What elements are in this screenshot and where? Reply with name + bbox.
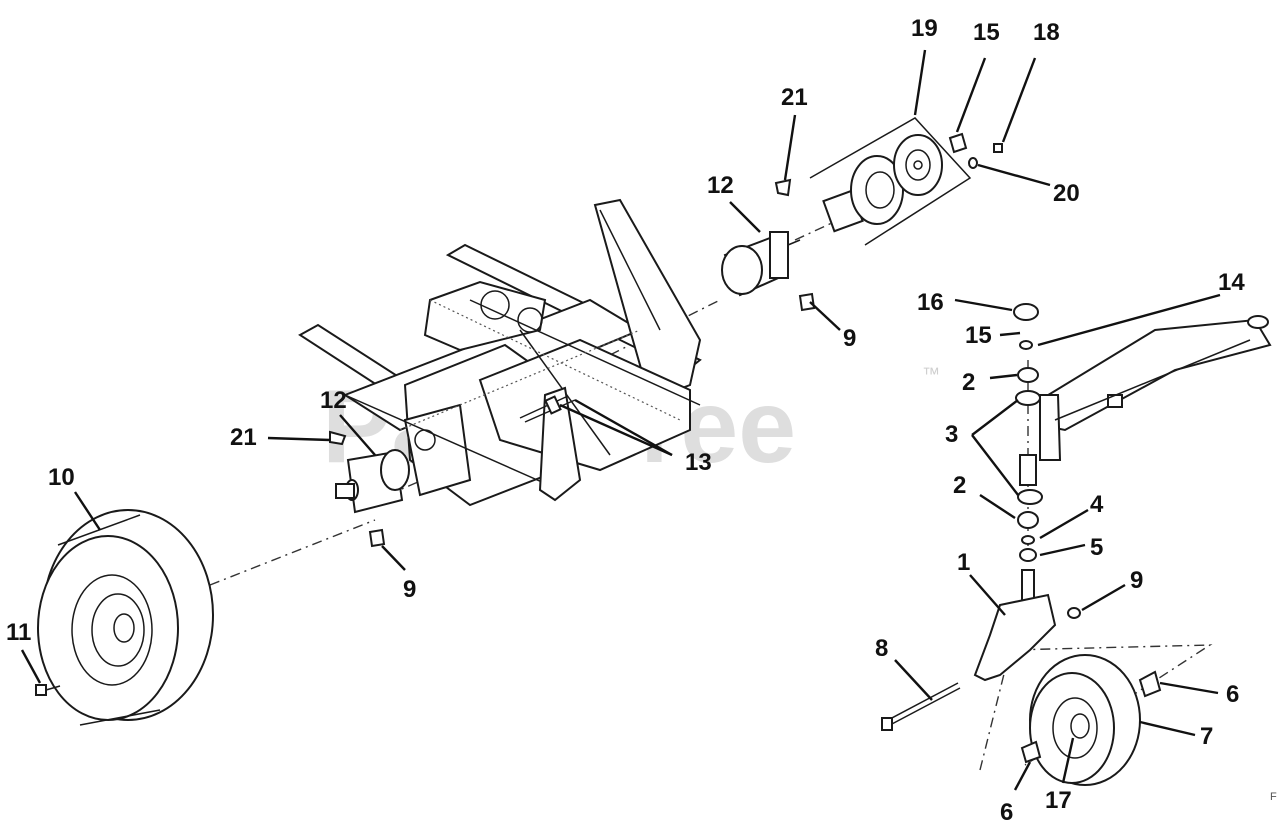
callout-7: 7 [1200, 723, 1213, 750]
callout-2: 2 [962, 369, 975, 396]
caster-wheel [1029, 654, 1141, 786]
callout-4: 4 [1090, 491, 1104, 518]
right-wheel-motor [721, 231, 801, 297]
callout-14: 14 [1218, 269, 1245, 296]
callout-9: 9 [1130, 567, 1143, 594]
brake-assembly [809, 117, 972, 246]
left-wheel-motor [329, 430, 410, 514]
callout-9: 9 [843, 325, 856, 352]
upper-washer [968, 157, 978, 169]
callout-19: 19 [911, 15, 938, 42]
callout-17: 17 [1045, 787, 1072, 814]
callout-5: 5 [1090, 534, 1103, 561]
watermark-trademark: ™ [922, 364, 940, 384]
left-drive-wheel [37, 509, 214, 726]
upper-motor-key [774, 178, 792, 197]
spindle-stack [1013, 303, 1043, 562]
callout-21: 21 [781, 84, 808, 111]
left-motor-nut [368, 528, 386, 548]
callout-15: 15 [973, 19, 1000, 46]
callout-labels: 19 15 18 21 12 20 14 16 15 9 2 12 3 21 1… [6, 15, 1245, 826]
callout-21: 21 [230, 424, 257, 451]
callout-12: 12 [707, 172, 734, 199]
callout-3: 3 [945, 421, 958, 448]
callout-20: 20 [1053, 180, 1080, 207]
wheel-spacers [1020, 670, 1162, 764]
callout-13: 13 [685, 449, 712, 476]
callout-2: 2 [953, 472, 966, 499]
callout-9: 9 [403, 576, 416, 603]
upper-hex-nut [948, 132, 968, 154]
callout-12: 12 [320, 387, 347, 414]
callout-11: 11 [6, 619, 31, 646]
callout-8: 8 [875, 635, 888, 662]
corner-mark: F [1270, 791, 1277, 803]
callout-15: 15 [965, 322, 992, 349]
axle-bolt [881, 682, 961, 731]
upper-bolt [993, 143, 1003, 153]
caster-fork [973, 569, 1081, 682]
callout-6: 6 [1226, 681, 1239, 708]
chassis-frame [298, 198, 702, 507]
right-motor-nut [798, 292, 816, 312]
callout-16: 16 [917, 289, 944, 316]
callout-leaders [20, 49, 1221, 791]
callout-18: 18 [1033, 19, 1060, 46]
callout-6: 6 [1000, 799, 1013, 826]
callout-1: 1 [957, 549, 970, 576]
front-axle [1039, 315, 1272, 461]
lug-bolt [35, 684, 61, 696]
callout-10: 10 [48, 464, 75, 491]
